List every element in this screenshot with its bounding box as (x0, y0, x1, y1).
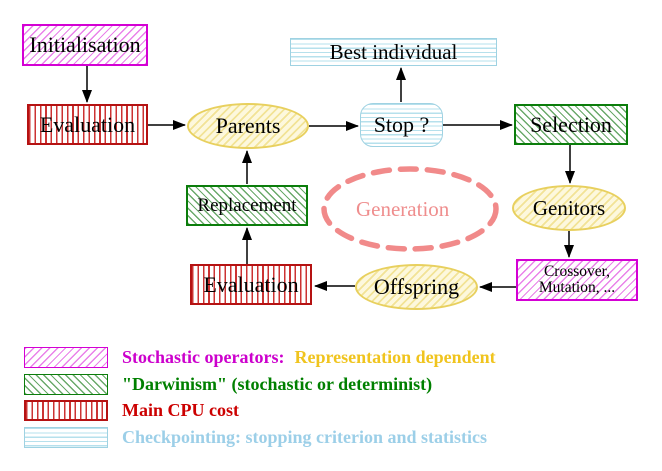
legend-text-stochastic-operators: Stochastic operators: Representation depe… (122, 347, 496, 368)
node-selection: Selection (514, 104, 628, 145)
legend-row-darwinism: "Darwinism" (stochastic or determinist) (0, 374, 662, 395)
legend-swatch-cyan-lines (24, 427, 108, 448)
legend-label-representation: Representation dependent (294, 347, 496, 367)
legend-label-main-cpu-cost: Main CPU cost (122, 400, 239, 420)
node-crossover-mutation: Crossover, Mutation, ... (516, 259, 638, 301)
node-crossover-line2: Mutation, ... (538, 279, 616, 296)
node-offspring: Offspring (355, 264, 478, 310)
node-genitors: Genitors (512, 185, 626, 231)
legend-row-stochastic-operators: Stochastic operators: Representation depe… (0, 347, 662, 368)
node-crossover-line1: Crossover, (543, 262, 611, 280)
node-best-individual-label: Best individual (329, 39, 458, 64)
node-best-individual: Best individual (290, 38, 497, 66)
legend-row-checkpointing: Checkpointing: stopping criterion and st… (0, 427, 662, 448)
legend-label-stochastic: Stochastic operators: (122, 347, 285, 367)
node-evaluation-top-label: Evaluation (39, 111, 136, 137)
legend-text-checkpointing: Checkpointing: stopping criterion and st… (122, 427, 487, 448)
node-replacement: Replacement (186, 185, 308, 226)
node-parents: Parents (187, 103, 309, 149)
legend-swatch-magenta-hatch (24, 347, 108, 368)
node-evaluation-bottom: Evaluation (190, 264, 312, 305)
node-initialisation-label: Initialisation (29, 32, 141, 58)
legend-label-checkpointing: Checkpointing: stopping criterion and st… (122, 427, 488, 447)
legend-swatch-green-hatch (24, 374, 108, 395)
legend-row-main-cpu-cost: Main CPU cost (0, 400, 662, 421)
node-evaluation-top: Evaluation (27, 104, 148, 145)
node-stop-label: Stop ? (373, 112, 430, 138)
legend-text-main-cpu-cost: Main CPU cost (122, 400, 239, 421)
node-replacement-label: Replacement (197, 194, 297, 216)
node-offspring-label: Offspring (373, 274, 460, 300)
legend-text-darwinism: "Darwinism" (stochastic or determinist) (122, 374, 432, 395)
node-parents-label: Parents (215, 113, 281, 139)
legend-label-darwinism: "Darwinism" (stochastic or determinist) (122, 374, 433, 394)
legend-swatch-red-lines (24, 400, 108, 421)
node-selection-label: Selection (530, 111, 612, 137)
node-initialisation: Initialisation (22, 24, 148, 66)
node-genitors-label: Genitors (532, 195, 606, 220)
generation-label: Generation (356, 197, 450, 221)
node-evaluation-bottom-label: Evaluation (203, 271, 299, 297)
node-stop: Stop ? (360, 103, 443, 147)
